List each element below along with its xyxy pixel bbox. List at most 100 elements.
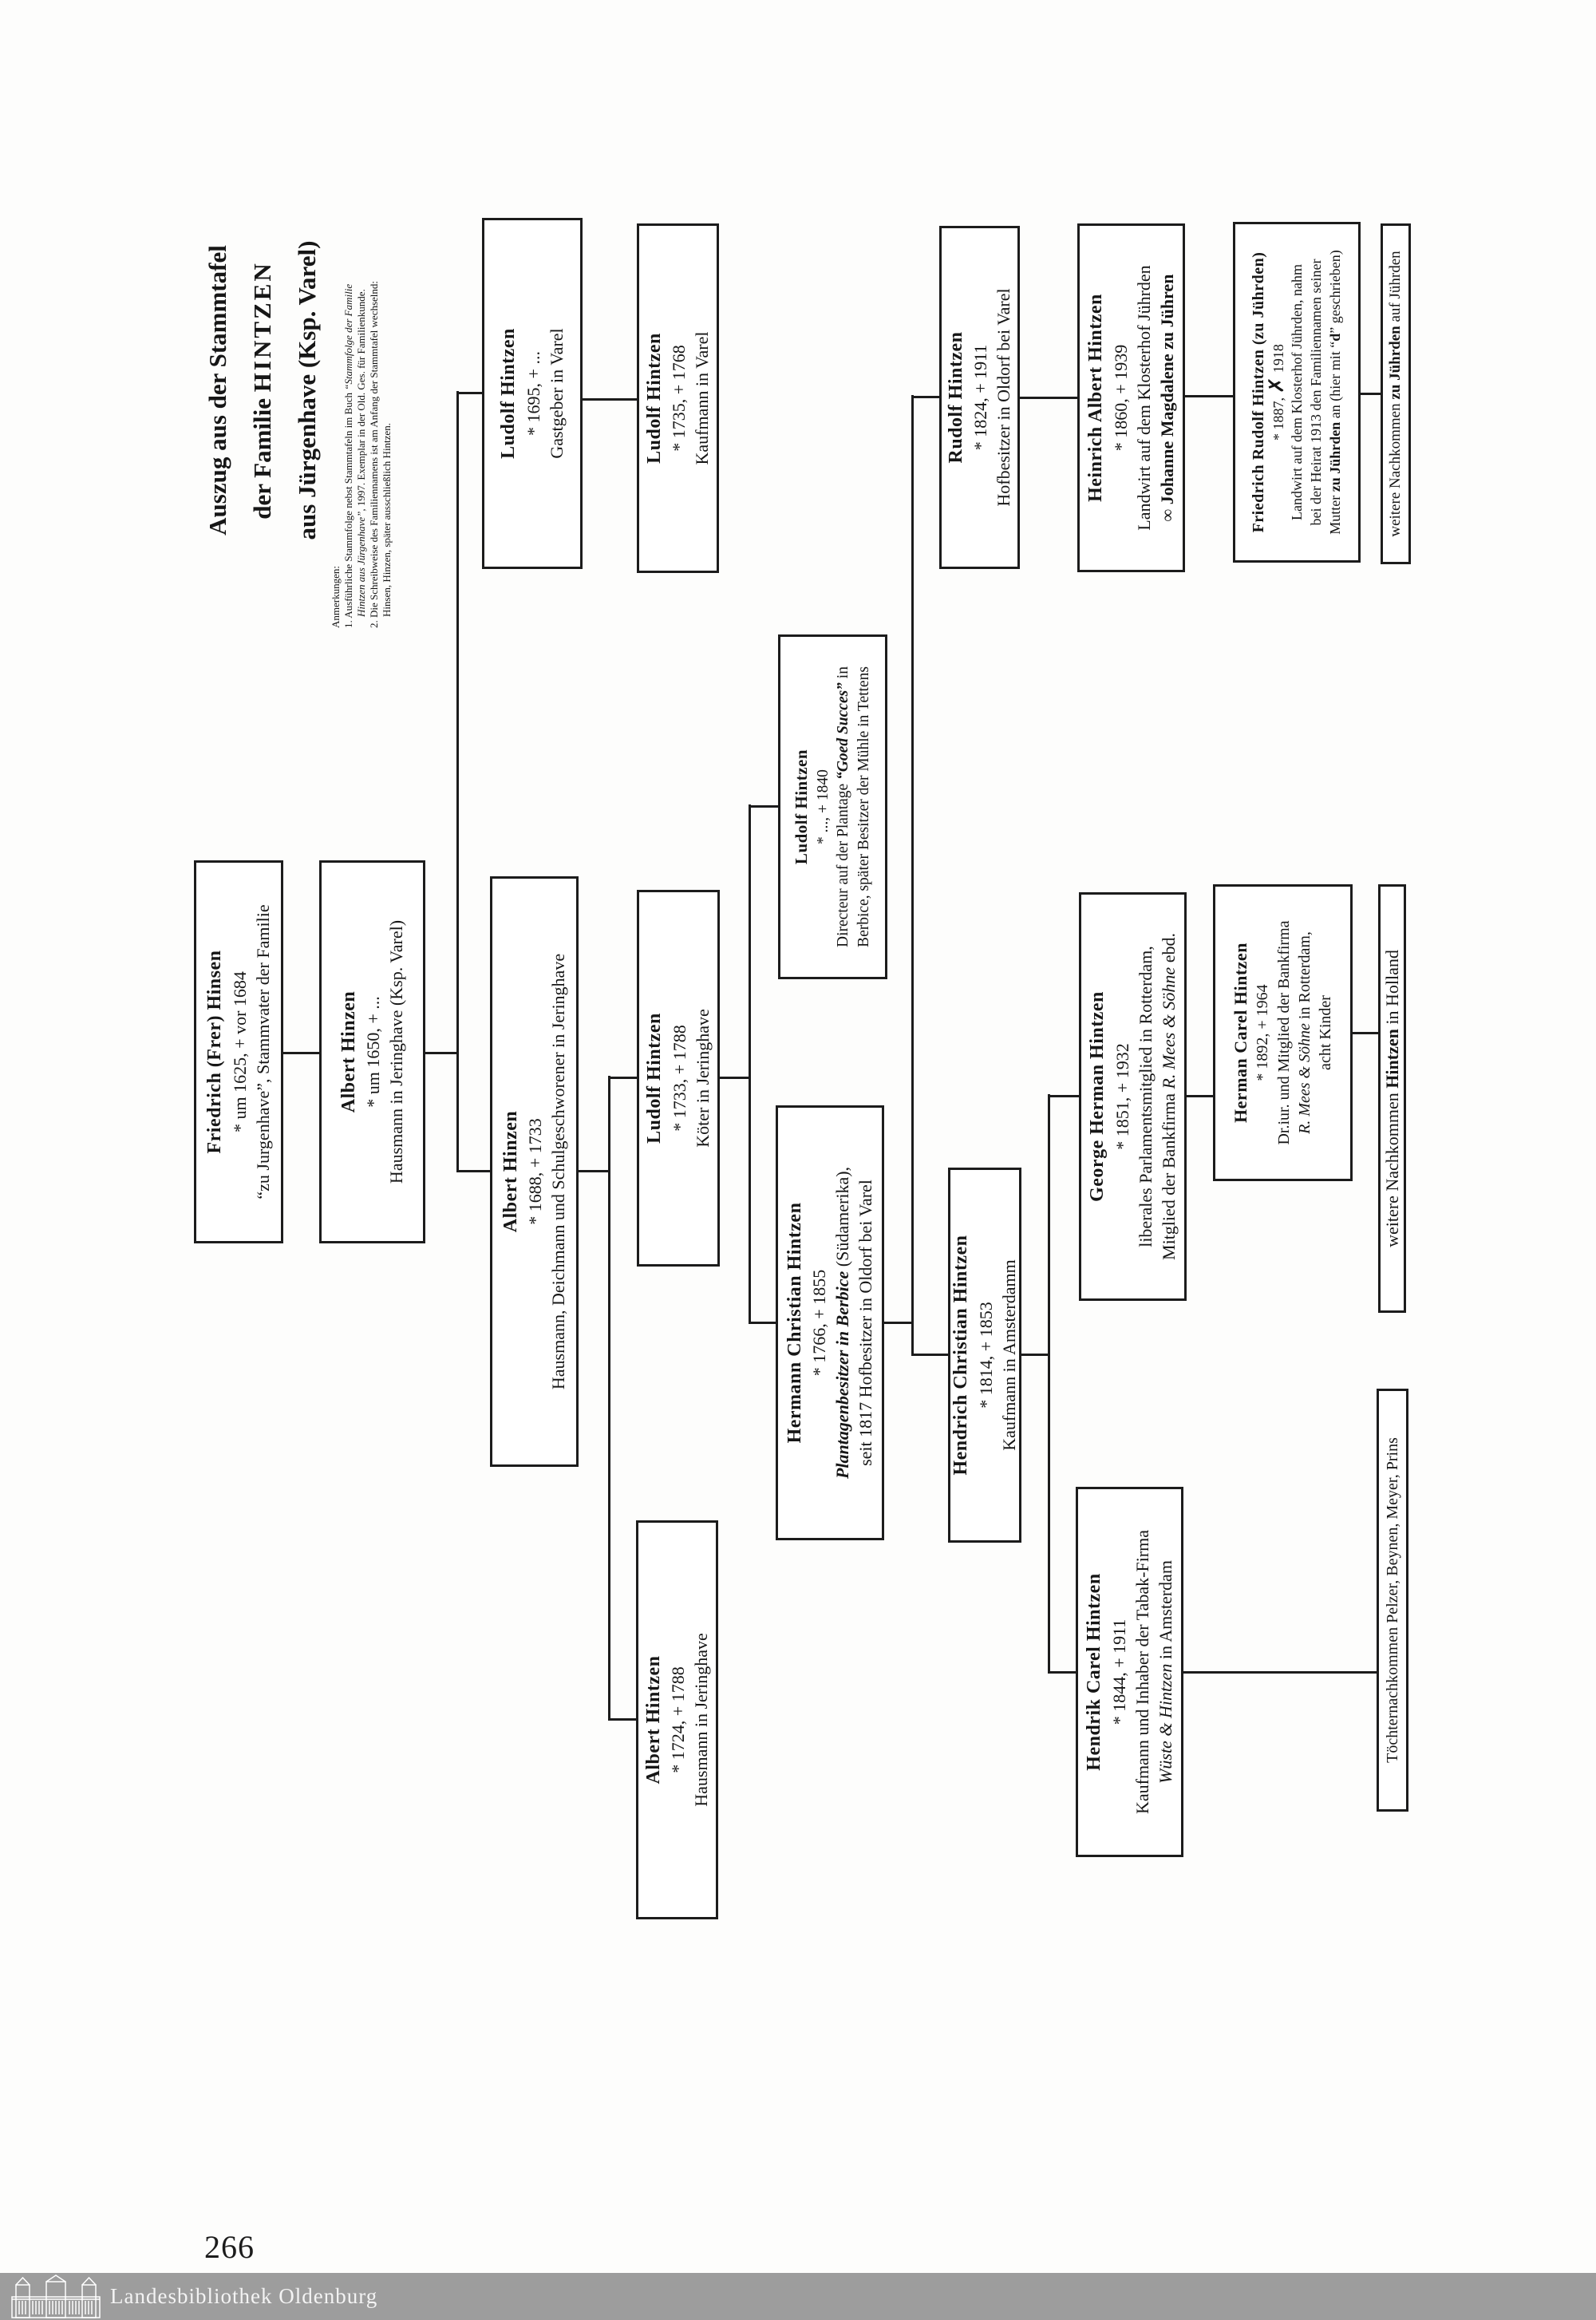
person-role: Landwirt auf dem Klosterhof Jührden — [1133, 265, 1154, 531]
connector-line — [1048, 1095, 1080, 1097]
tree-node-ludolf-1695: Ludolf Hintzen * 1695, + ... Gastgeber i… — [482, 218, 583, 569]
connector-line — [608, 1718, 638, 1721]
person-dates: * 1887, ✗ 1918 — [1264, 344, 1288, 441]
person-name: Hermann Christian Hintzen — [784, 1202, 805, 1444]
person-name: Ludolf Hintzen — [643, 333, 665, 464]
strip-text: Töchternachkommen Pelzer, Beynen, Meyer,… — [1383, 1437, 1401, 1763]
person-role: Dr.iur. und Mitglied der Bankfirma — [1274, 920, 1293, 1145]
library-building-icon — [11, 2275, 101, 2318]
connector-line — [1020, 397, 1079, 399]
tree-node-albert-hinzen-1688: Albert Hinzen * 1688, + 1733 Hausmann, D… — [490, 876, 579, 1467]
person-dates: * 1695, + ... — [523, 351, 543, 436]
person-role: Kaufmann in Varel — [692, 331, 713, 465]
person-spouse: ∞ Johanne Magdalene zu Jühren — [1156, 274, 1177, 522]
person-role: Hausmann in Jeringhave (Ksp. Varel) — [386, 919, 407, 1184]
connector-line — [456, 392, 484, 394]
connector-line — [583, 398, 637, 401]
person-role-2: Mitglied der Bankfirma R. Mees & Söhne e… — [1158, 933, 1179, 1260]
person-role: Hausmann in Jeringhave — [691, 1633, 712, 1807]
person-role: Kaufmann in Amsterdamm — [998, 1259, 1019, 1451]
person-role-3: Mutter zu Jührden an (hier mit “d” gesch… — [1326, 250, 1343, 535]
person-role: Kaufmann und Inhaber der Tabak-Firma — [1132, 1529, 1152, 1815]
remark-1-continued: Hintzen aus Jürgenhave”, 1997. Exemplar … — [355, 289, 367, 617]
person-role-2: bei der Heirat 1913 den Familiennamen se… — [1308, 259, 1325, 526]
person-dates: * 1892, + 1964 — [1254, 984, 1272, 1081]
chart-title-line3: aus Jürgenhave (Ksp. Varel) — [293, 240, 321, 540]
strip-nachkommen-juehrden: weitere Nachkommen zu Jührden auf Jührde… — [1381, 223, 1411, 564]
tree-node-george-herman: George Herman Hintzen * 1851, + 1932 lib… — [1079, 892, 1187, 1301]
connector-line — [1353, 1032, 1380, 1034]
tree-node-ludolf-1733: Ludolf Hintzen * 1733, + 1788 Köter in J… — [637, 890, 720, 1267]
family-name: HINTZEN — [248, 261, 276, 393]
person-dates: * um 1650, + ... — [363, 996, 384, 1108]
connector-line — [749, 804, 751, 1324]
connector-line — [283, 1052, 319, 1054]
connector-line — [456, 391, 459, 1172]
person-role: Hausmann, Deichmann und Schulgeschworene… — [548, 953, 569, 1390]
connector-line — [720, 1077, 750, 1079]
connector-line — [1187, 1095, 1215, 1097]
person-role-2: seit 1817 Hofbesitzer in Oldorf bei Vare… — [855, 1180, 876, 1466]
tree-node-hermann-christian: Hermann Christian Hintzen * 1766, + 1855… — [776, 1105, 884, 1540]
person-dates: * 1851, + 1932 — [1112, 1043, 1132, 1150]
connector-line — [1021, 1354, 1049, 1356]
person-role: Plantagenbesitzer in Berbice (Südamerika… — [832, 1166, 853, 1480]
person-role: Gastgeber in Varel — [546, 328, 567, 459]
tree-node-hendrich-christian: Hendrich Christian Hintzen * 1814, + 185… — [948, 1168, 1021, 1543]
person-name: Ludolf Hintzen — [792, 749, 812, 865]
strip-nachkommen-holland: weitere Nachkommen Hintzen in Holland — [1378, 884, 1406, 1313]
connector-line — [608, 1076, 610, 1721]
tree-node-friedrich-rudolf: Friedrich Rudolf Hintzen (zu Jührden) * … — [1233, 222, 1361, 563]
person-dates: * 1735, + 1768 — [669, 345, 689, 452]
person-name: Heinrich Albert Hintzen — [1085, 294, 1107, 502]
tree-node-heinrich-albert: Heinrich Albert Hintzen * 1860, + 1939 L… — [1077, 223, 1185, 572]
strip-text: weitere Nachkommen zu Jührden auf Jührde… — [1387, 251, 1404, 537]
person-dates: * 1844, + 1911 — [1108, 1618, 1129, 1725]
connector-line — [884, 1322, 913, 1324]
remark-2: 2. Die Schreibweise des Familiennamens i… — [368, 280, 380, 628]
person-dates: * 1860, + 1939 — [1110, 344, 1131, 452]
tree-node-herman-carel: Herman Carel Hintzen * 1892, + 1964 Dr.i… — [1213, 884, 1353, 1181]
chart-title: Auszug aus der Stammtafel der Familie HI… — [196, 215, 330, 566]
remark-1: 1. Ausführliche Stammfolge nebst Stammta… — [342, 283, 354, 628]
person-name: Rudolf Hintzen — [945, 331, 966, 464]
person-dates: * um 1625, + vor 1684 — [229, 971, 250, 1132]
person-dates: * 1724, + 1788 — [668, 1666, 689, 1773]
person-name: Hendrik Carel Hintzen — [1084, 1573, 1105, 1771]
person-name: Albert Hinzen — [338, 990, 359, 1113]
person-dates: * ..., + 1840 — [814, 769, 832, 844]
connector-line — [1048, 1094, 1050, 1674]
remark-2-continued: Hinsen, Hinzen, später ausschließlich Hi… — [381, 423, 393, 617]
connector-line — [1183, 1671, 1378, 1674]
person-role: Landwirt auf dem Klosterhof Jührden, nah… — [1289, 264, 1306, 520]
strip-toechternachkommen: Töchternachkommen Pelzer, Beynen, Meyer,… — [1377, 1389, 1408, 1812]
connector-line — [456, 1170, 492, 1172]
person-role: Hofbesitzer in Oldorf bei Varel — [994, 288, 1014, 507]
person-role-2: Wüste & Hintzen in Amsterdam — [1155, 1560, 1175, 1784]
tree-node-albert-hinzen-1650: Albert Hinzen * um 1650, + ... Hausmann … — [319, 860, 425, 1243]
person-dates: * 1766, + 1855 — [809, 1269, 830, 1377]
person-role: Directeur auf der Plantage “Goed Succes”… — [835, 666, 852, 947]
person-name: Herman Carel Hintzen — [1231, 943, 1251, 1123]
remarks-heading: Anmerkungen: — [330, 566, 342, 628]
person-name: Hendrich Christian Hintzen — [950, 1235, 972, 1476]
connector-line — [425, 1052, 458, 1054]
connector-line — [608, 1077, 638, 1079]
connector-line — [749, 1322, 777, 1324]
tree-node-albert-1724: Albert Hintzen * 1724, + 1788 Hausmann i… — [636, 1520, 718, 1919]
person-dates: * 1733, + 1788 — [669, 1025, 689, 1132]
fallen-in-war-icon: ✗ — [1264, 376, 1288, 394]
person-role-2: R. Mees & Söhne in Rotterdam, — [1296, 931, 1314, 1134]
library-name: Landesbibliothek Oldenburg — [110, 2284, 378, 2308]
connector-line — [1048, 1671, 1077, 1674]
person-role: liberales Parlamentsmitglied in Rotterda… — [1135, 946, 1156, 1247]
connector-line — [911, 395, 914, 1356]
connector-line — [749, 805, 780, 808]
tree-node-friedrich-hinsen: Friedrich (Frer) Hinsen * um 1625, + vor… — [194, 860, 283, 1243]
person-role: Köter in Jeringhave — [692, 1009, 713, 1148]
chart-title-line1: Auszug aus der Stammtafel — [203, 245, 231, 536]
connector-line — [579, 1170, 610, 1172]
connector-line — [911, 1354, 950, 1356]
